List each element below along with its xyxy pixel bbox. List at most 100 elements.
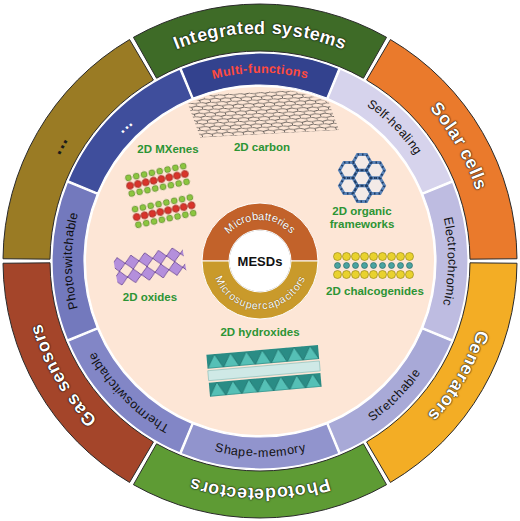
material-label: 2D chalcogenides: [326, 285, 424, 298]
glyph: -: [253, 447, 257, 460]
glyph: r: [258, 300, 262, 311]
glyph: d: [254, 18, 265, 36]
octahedra: [209, 373, 322, 397]
glyph: t: [445, 242, 458, 247]
node-outline: [66, 326, 195, 455]
function-segment: Self-healing: [325, 67, 454, 196]
atoms: [367, 178, 385, 194]
glyph: c: [446, 259, 459, 265]
material-label: 2D carbon: [234, 141, 290, 154]
graphene: [185, 89, 339, 138]
node-shape: [133, 444, 386, 518]
pore: [340, 178, 358, 194]
atom-row: [333, 261, 414, 270]
ring-label: Shape-memory: [179, 421, 341, 471]
ring-label: Microbatteries: [200, 201, 320, 263]
glyph: a: [225, 20, 237, 39]
pore: [367, 178, 385, 194]
atom-row: [333, 270, 414, 279]
glyph: c: [62, 245, 75, 252]
ring-label: Electrochromic: [420, 180, 470, 342]
glyph: w: [62, 259, 75, 268]
atoms: [353, 170, 371, 186]
inner-disk: [86, 87, 434, 435]
atom-row: [134, 208, 198, 229]
material-label: 2D oxides: [123, 291, 177, 304]
node-shape: [328, 69, 452, 193]
graphene-sheet: [185, 89, 339, 138]
node-shape: [68, 329, 192, 453]
glyph: a: [258, 211, 264, 222]
glyph: c: [225, 483, 237, 502]
function-segment: Shape-memory: [179, 421, 341, 471]
glyph: c: [444, 235, 457, 243]
oxide-layer: [113, 246, 187, 286]
glyph: s: [271, 19, 282, 38]
glyph: [266, 19, 272, 37]
atom-row: [127, 177, 191, 198]
node-shape: [133, 4, 386, 78]
glyph: i: [62, 256, 75, 259]
node-shape: [202, 261, 318, 319]
glyph: s: [300, 67, 310, 81]
material-label: 2D MXenes: [137, 143, 198, 156]
glyph: o: [276, 484, 289, 503]
glyph: e: [268, 446, 276, 459]
glyph: a: [230, 445, 239, 458]
pore: [340, 162, 358, 178]
function-segment: Multi-functions: [179, 51, 341, 101]
ring-label: Multi-functions: [179, 51, 341, 101]
glyph: h: [445, 265, 458, 272]
octahedra: [113, 246, 187, 286]
atom-row: [333, 252, 414, 261]
framework: [340, 155, 385, 202]
function-segment: Photoswitchable: [50, 180, 100, 342]
ring-label: Thermoswitchable: [66, 326, 195, 455]
node-outline: [179, 51, 341, 101]
node-outline: [420, 180, 470, 342]
ring-label: Stretchable: [325, 326, 454, 455]
node-shape: [328, 329, 452, 453]
atoms: [367, 162, 385, 178]
node-outline: [50, 180, 100, 342]
glyph: c: [269, 63, 277, 76]
glyph: r: [445, 246, 458, 251]
function-segment: Stretchable: [325, 326, 454, 455]
glyph: e: [243, 19, 254, 37]
glyph: e: [443, 228, 456, 237]
glyph: t: [62, 252, 75, 256]
glyph: i: [239, 64, 244, 77]
ring-label: ...: [66, 67, 195, 196]
glyph: f: [248, 63, 253, 76]
glyph: e: [236, 484, 247, 503]
glyph: s: [62, 268, 75, 275]
device-half: Microbatteries: [200, 201, 320, 263]
atoms: [340, 178, 358, 194]
function-segment: Thermoswitchable: [66, 326, 195, 455]
ring-label: Microsupercapacitors: [200, 259, 320, 321]
glyph: e: [254, 485, 264, 503]
atoms: [340, 162, 358, 178]
glyph: e: [252, 300, 259, 311]
glyph: t: [247, 485, 254, 503]
node-shape: [202, 203, 318, 261]
glyph: P: [66, 300, 80, 311]
glyph: b: [251, 211, 258, 223]
material-label: 2D organic frameworks: [323, 205, 401, 231]
glyph: p: [238, 446, 246, 459]
glyph: m: [258, 447, 269, 460]
node-shape: [181, 53, 339, 98]
glyph: o: [444, 277, 457, 285]
glyph: h: [62, 237, 75, 245]
hydroxide-layers: [206, 345, 321, 397]
node-shape: [181, 424, 339, 469]
ring-label: Photoswitchable: [50, 180, 100, 342]
node-shape: [423, 182, 468, 340]
function-segment: Electrochromic: [420, 180, 470, 342]
chalcogenide-chain: [333, 252, 414, 279]
glyph: o: [62, 275, 75, 283]
glyph: t: [236, 19, 244, 37]
mxene-layers: [124, 161, 198, 229]
node-outline: [325, 326, 454, 455]
